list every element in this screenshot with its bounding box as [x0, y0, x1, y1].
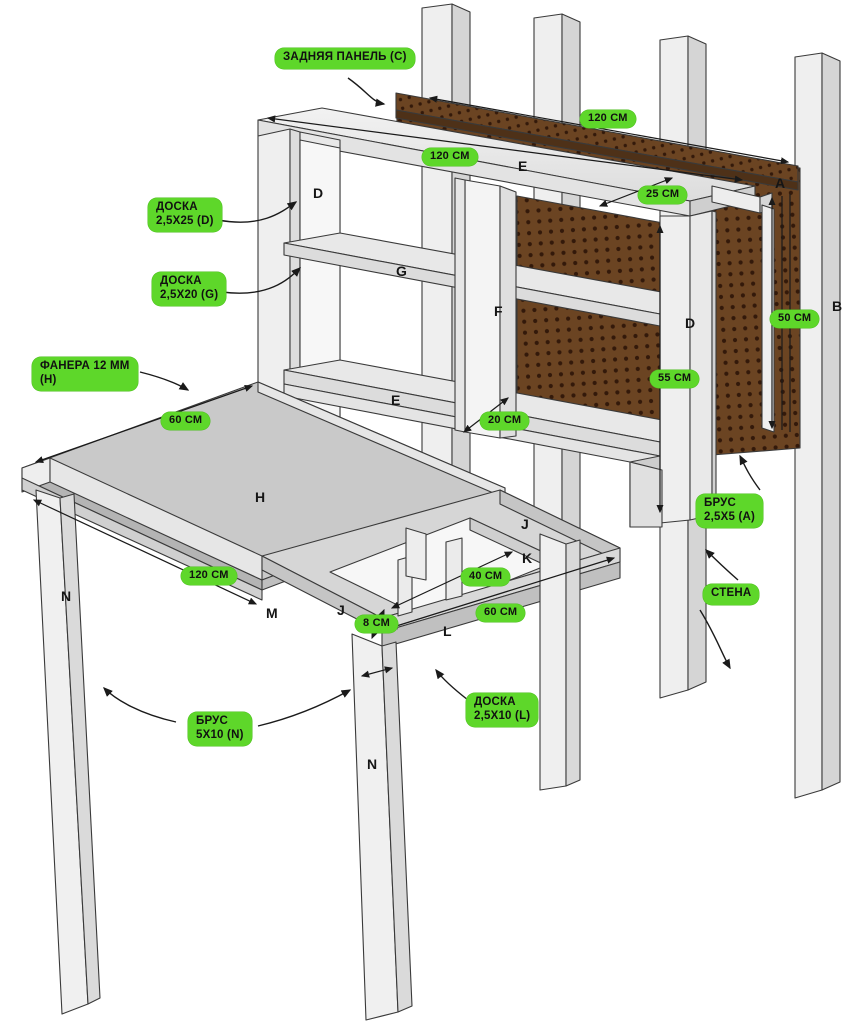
part-letter-part-b: B [832, 298, 843, 314]
callout-wall-stena: СТЕНА [703, 584, 760, 605]
desk-leg-back-right [539, 533, 581, 791]
dimension-dim-60-desktop: 60 СМ [161, 412, 211, 430]
callout-beam-5x10-n: БРУС 5X10 (N) [188, 712, 252, 747]
dimension-dim-8-frame: 8 СМ [355, 615, 398, 633]
dimension-dim-120-top-right: 120 СМ [580, 110, 636, 128]
part-letter-part-n-right: N [367, 756, 378, 772]
callout-board-25x20-g: ДОСКА 2,5X20 (G) [152, 272, 227, 307]
callout-back-panel-c: ЗАДНЯЯ ПАНЕЛЬ (C) [275, 48, 415, 69]
part-letter-part-j-upper: J [521, 516, 529, 532]
dimension-dim-120-desktop: 120 СМ [181, 567, 237, 585]
part-letter-part-k: K [522, 550, 533, 566]
callout-plywood-12mm-h: ФАНЕРА 12 ММ (H) [32, 357, 138, 392]
dimension-dim-60-frame: 60 СМ [476, 604, 526, 622]
part-letter-part-m: M [266, 605, 278, 621]
dimension-dim-120-shelf: 120 СМ [422, 148, 478, 166]
dimension-dim-25-depth: 25 СМ [638, 186, 688, 204]
callout-board-25x25-d: ДОСКА 2,5X25 (D) [148, 198, 222, 233]
part-letter-part-l: L [443, 623, 452, 639]
shelf-right-post [629, 461, 663, 528]
part-letter-part-a: A [775, 175, 786, 191]
callout-beam-25x5-a: БРУС 2,5X5 (A) [696, 494, 764, 529]
leader-arrows [103, 77, 761, 727]
shelf-right-side-d [659, 210, 717, 524]
dimension-dim-55-side: 55 СМ [650, 370, 700, 388]
dimension-dim-50-wall: 50 СМ [770, 310, 820, 328]
part-letter-part-d-left: D [313, 185, 324, 201]
dimension-lines [32, 95, 791, 678]
part-letter-part-g: G [396, 263, 407, 279]
dimension-dim-20-shelf: 20 СМ [480, 412, 530, 430]
part-letter-part-d-right: D [685, 315, 696, 331]
desk-leg-back-left [405, 527, 427, 581]
part-letter-part-f: F [494, 303, 503, 319]
part-letter-part-e-bottom: E [391, 392, 401, 408]
shelf-center-divider-f [454, 177, 517, 439]
dimension-dim-40-frame: 40 СМ [461, 568, 511, 586]
desk-leg-front-left [35, 489, 101, 1015]
part-letter-part-h: H [255, 489, 266, 505]
desk-leg-front-right [351, 633, 413, 1021]
part-letter-part-n-left: N [61, 588, 72, 604]
callout-board-25x10-l: ДОСКА 2,5X10 (L) [466, 693, 539, 728]
part-letter-part-j-lower: J [337, 602, 345, 618]
part-letter-part-e-top: E [518, 158, 528, 174]
